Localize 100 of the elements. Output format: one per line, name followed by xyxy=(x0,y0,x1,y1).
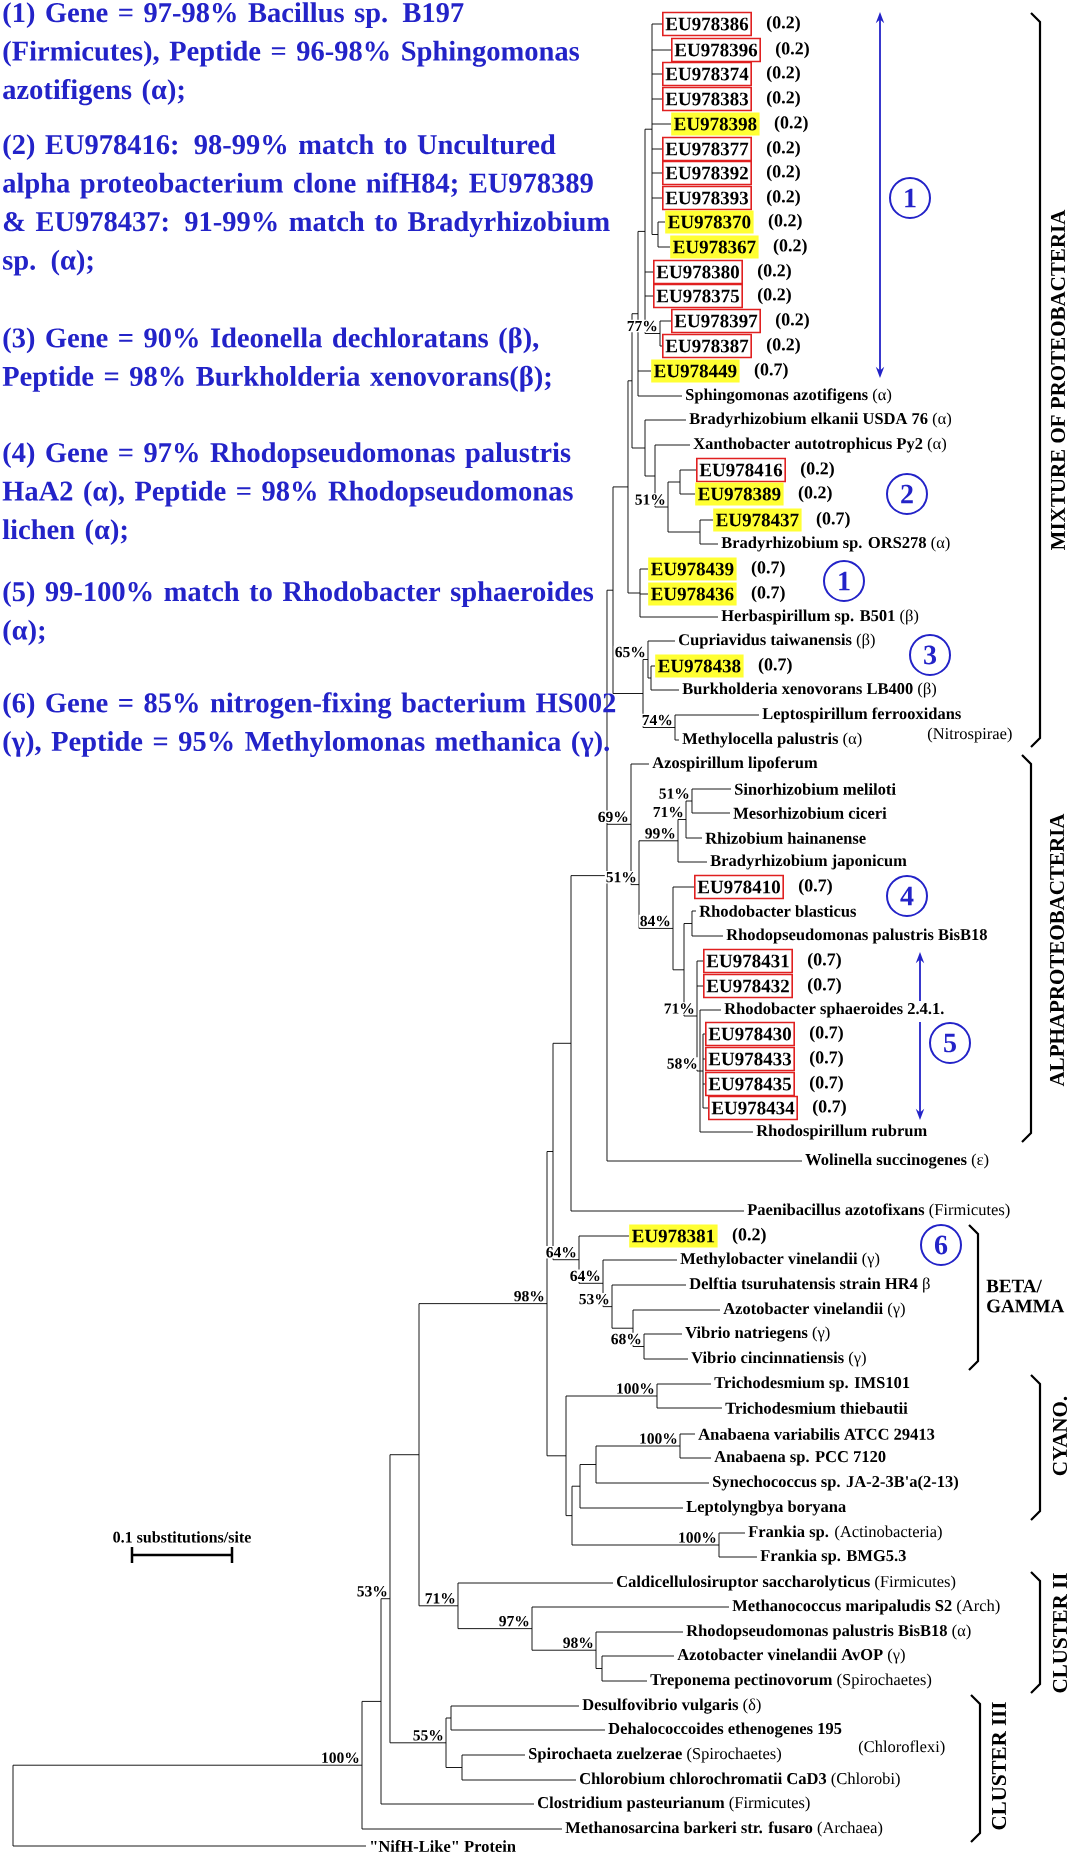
abundance-value: (0.2) xyxy=(767,15,800,33)
abundance-value: (0.2) xyxy=(767,189,800,207)
abundance-value: (0.2) xyxy=(774,115,808,133)
clone-box: EU978432 xyxy=(703,973,793,999)
abundance-value: (0.7) xyxy=(751,585,785,603)
abundance-value: (0.7) xyxy=(813,1099,846,1117)
species-label: Vibrio cincinnatiensis (γ) xyxy=(691,1351,866,1367)
species-label: Dehalococcoides ethenogenes 195 xyxy=(608,1722,842,1738)
circled-number: 1 xyxy=(889,177,931,219)
species-label: Vibrio natriegens (γ) xyxy=(685,1326,830,1342)
bootstrap-value: 58% xyxy=(665,1057,699,1070)
species-label: Leptolyngbya boryana xyxy=(686,1500,846,1516)
note-text: (2) EU978416: 98-99% match to Uncultured alpha proteobacterium clone nifH84; EU978389 & EU978437: 91-99% match to Bradyrhizobium sp. (α); xyxy=(3,134,610,276)
clone-box: EU978438 xyxy=(655,654,744,678)
clone-box: EU978367 xyxy=(670,235,759,259)
clone-box: EU978397 xyxy=(671,308,761,334)
clone-box: EU978383 xyxy=(662,86,752,112)
bootstrap-value: 74% xyxy=(640,713,674,727)
abundance-value: (0.2) xyxy=(732,1227,766,1245)
group-label: CLUSTER III xyxy=(991,1702,1007,1830)
bootstrap-value: 71% xyxy=(662,1002,696,1015)
abundance-value: (0.7) xyxy=(751,560,785,578)
clone-box: EU978439 xyxy=(648,557,737,581)
clone-box: EU978430 xyxy=(705,1021,795,1047)
clone-box: EU978437 xyxy=(713,508,802,532)
species-label: Spirochaeta zuelzerae (Spirochaetes) xyxy=(529,1747,781,1763)
bootstrap-value: 100% xyxy=(677,1531,718,1544)
note-text: (4) Gene = 97% Rhodopseudomonas palustris HaA2 (α), Peptide = 98% Rhodopseudomonas lichen (α); xyxy=(2,442,573,546)
bootstrap-value: 84% xyxy=(638,914,672,928)
clone-box: EU978398 xyxy=(671,112,760,136)
species-label: Treponema pectinovorum (Spirochaetes) xyxy=(650,1673,932,1689)
species-label: Desulfovibrio vulgaris (δ) xyxy=(582,1698,761,1714)
bootstrap-value: 100% xyxy=(638,1432,679,1445)
species-label: Methanococcus maripaludis S2 (Arch) xyxy=(732,1599,1000,1615)
species-label: Bradyrhizobium sp. ORS278 (α) xyxy=(721,536,950,552)
clone-box: EU978393 xyxy=(662,185,752,211)
species-label: Herbaspirillum sp. B501 (β) xyxy=(721,609,919,625)
abundance-value: (0.2) xyxy=(758,263,791,281)
clone-box: EU978436 xyxy=(648,582,737,606)
bootstrap-value: 77% xyxy=(625,319,659,333)
circled-number: 2 xyxy=(886,473,928,515)
species-label: Frankia sp. (Actinobacteria) xyxy=(748,1525,942,1541)
abundance-value: (0.2) xyxy=(767,140,800,158)
clone-box: EU978374 xyxy=(662,61,752,87)
note-text: (6) Gene = 85% nitrogen-fixing bacterium HS002 (γ), Peptide = 95% Methylomonas methanica (γ). xyxy=(3,692,616,757)
bootstrap-value: 69% xyxy=(596,810,630,824)
clone-box: EU978377 xyxy=(662,136,752,162)
abundance-value: (0.7) xyxy=(808,977,841,995)
abundance-value: (0.7) xyxy=(799,878,832,896)
clone-box: EU978431 xyxy=(703,948,793,974)
species-label: (Chloroflexi) xyxy=(858,1740,945,1756)
abundance-value: (0.2) xyxy=(798,485,832,503)
group-label: ALPHAPROTEOBACTERIA xyxy=(1049,813,1065,1087)
species-label: Leptospirillum ferrooxidans xyxy=(762,707,961,723)
clone-box: EU978381 xyxy=(629,1224,718,1248)
bootstrap-value: 53% xyxy=(577,1292,611,1306)
clone-box: EU978410 xyxy=(694,874,784,900)
bootstrap-value: 64% xyxy=(568,1269,602,1283)
clone-box: EU978370 xyxy=(665,210,754,234)
clone-box: EU978375 xyxy=(653,283,743,309)
abundance-value: (0.7) xyxy=(810,1075,843,1093)
species-label: Clostridium pasteurianum (Firmicutes) xyxy=(538,1796,810,1812)
species-label: Wolinella succinogenes (ε) xyxy=(805,1153,989,1169)
clone-box: EU978386 xyxy=(662,11,752,37)
species-label: Sinorhizobium meliloti xyxy=(735,783,896,795)
species-label: Rhodobacter sphaeroides 2.4.1. xyxy=(724,1002,944,1018)
group-label: BETA/ GAMMA xyxy=(986,1279,1065,1313)
bootstrap-value: 71% xyxy=(423,1592,457,1605)
node-label: EU978367 xyxy=(673,240,756,254)
clone-box: EU978435 xyxy=(705,1071,795,1097)
species-label: Methylocella palustris (α) xyxy=(682,732,862,748)
clone-box: EU978433 xyxy=(705,1046,795,1072)
bootstrap-value: 99% xyxy=(643,827,677,840)
abundance-value: (0.2) xyxy=(776,41,809,59)
species-label: Azotobacter vinelandii AvOP (γ) xyxy=(677,1648,905,1664)
species-label: Rhizobium hainanense xyxy=(705,832,866,844)
abundance-value: (0.2) xyxy=(801,461,834,479)
abundance-value: (0.7) xyxy=(816,511,850,529)
abundance-value: (0.2) xyxy=(767,164,800,182)
abundance-value: (0.2) xyxy=(767,90,800,108)
clone-box: EU978380 xyxy=(653,259,743,285)
bootstrap-value: 53% xyxy=(355,1585,389,1598)
abundance-value: (0.7) xyxy=(754,362,788,380)
bootstrap-value: 100% xyxy=(320,1751,361,1764)
abundance-value: (0.2) xyxy=(773,238,807,256)
node-label: EU978439 xyxy=(651,562,734,576)
clone-box: EU978434 xyxy=(708,1095,798,1121)
species-label: Mesorhizobium ciceri xyxy=(733,807,887,819)
bootstrap-value: 51% xyxy=(633,493,667,506)
bootstrap-value: 98% xyxy=(561,1636,595,1649)
species-label: Azotobacter vinelandii (γ) xyxy=(723,1302,905,1318)
species-label: Sphingomonas azotifigens (α) xyxy=(686,388,892,404)
clone-box: EU978387 xyxy=(662,333,752,359)
clone-box: EU978449 xyxy=(651,359,740,383)
species-label: Paenibacillus azotofixans (Firmicutes) xyxy=(747,1203,1010,1219)
abundance-value: (0.7) xyxy=(808,952,841,970)
abundance-value: (0.7) xyxy=(758,657,792,675)
species-label: Azospirillum lipoferum xyxy=(652,756,818,772)
circled-number: 6 xyxy=(920,1224,962,1266)
species-label: Xanthobacter autotrophicus Py2 (α) xyxy=(693,437,946,453)
